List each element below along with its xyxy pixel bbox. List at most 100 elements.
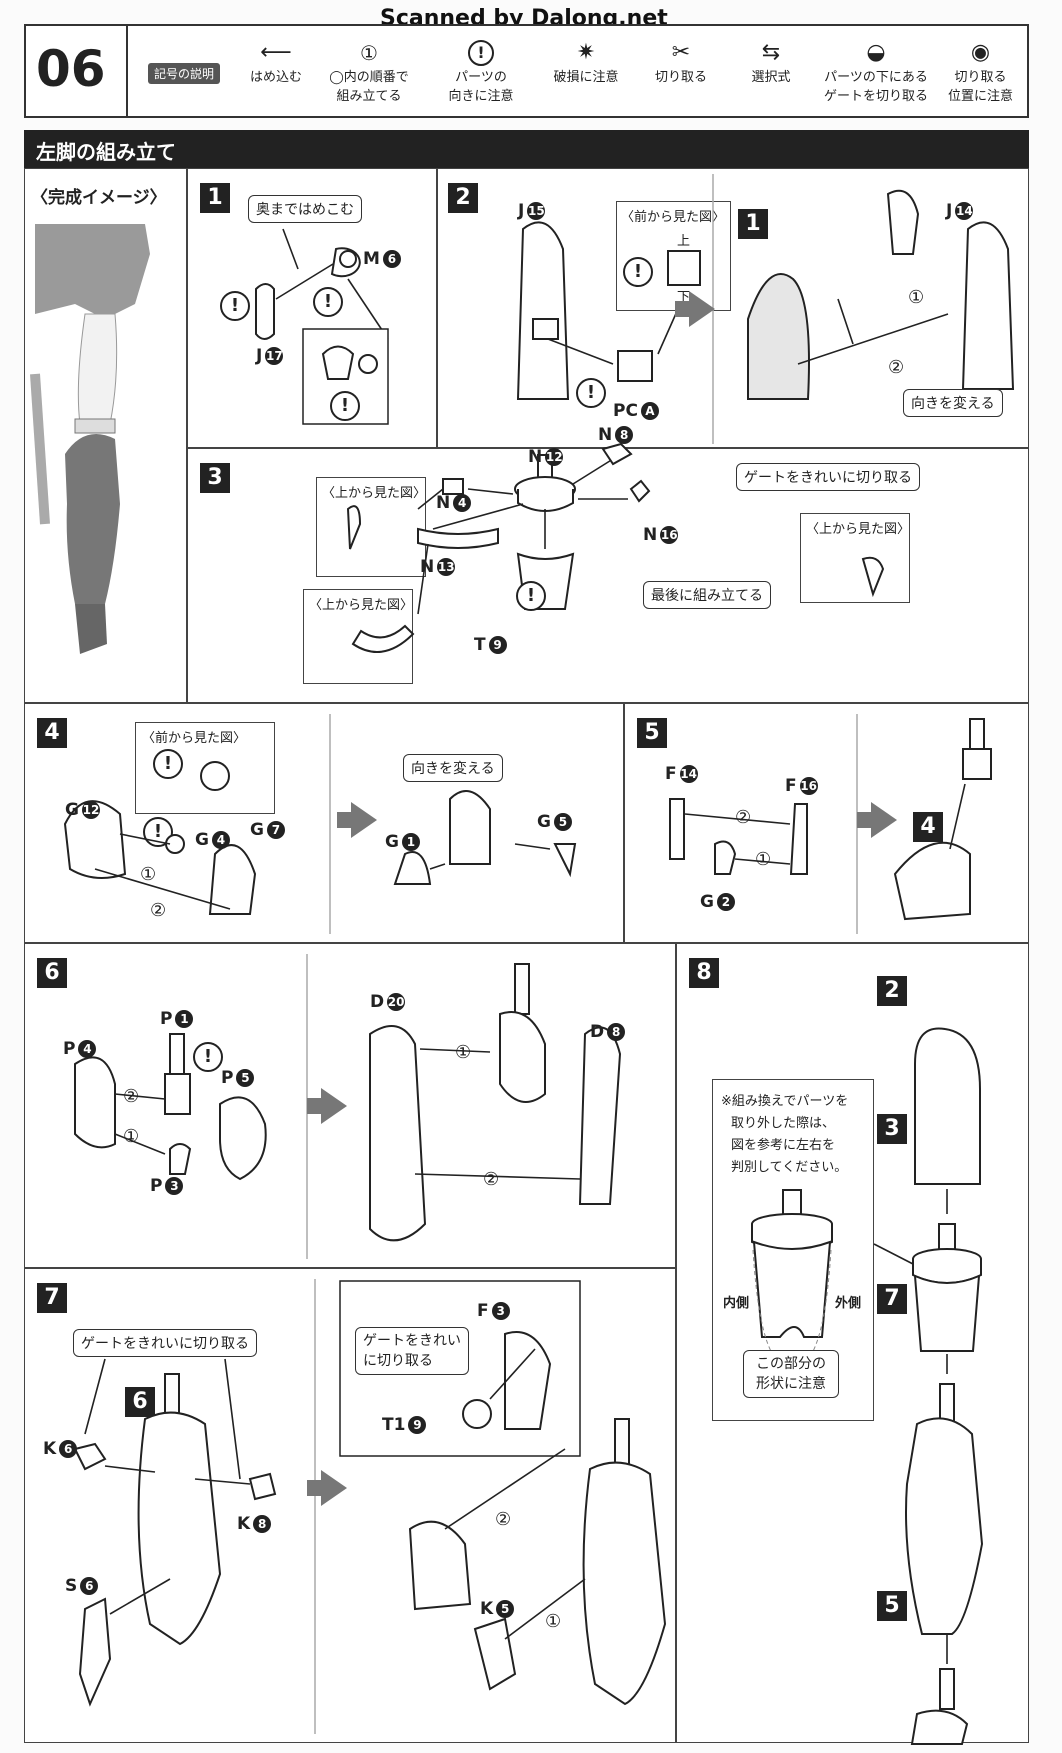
legend-item-direction: ! パーツの 向きに注意 xyxy=(436,40,526,104)
step-number: 8 xyxy=(689,958,719,988)
order-2: ② xyxy=(735,807,752,828)
exclamation-icon: ! xyxy=(193,1042,223,1072)
section-title-bar: 左脚の組み立て xyxy=(24,130,1029,168)
legend-item-cut-position: ◉ 切り取る 位置に注意 xyxy=(938,40,1023,104)
order-1: ① xyxy=(123,1126,140,1147)
legend-item-choice: ⇆ 選択式 xyxy=(731,40,811,85)
legend-label: 記号の説明 xyxy=(148,63,221,84)
next-arrow-icon xyxy=(351,802,377,838)
caution-box: この部分の 形状に注意 xyxy=(743,1350,839,1398)
legend-item-order: ① ◯内の順番で 組み立てる xyxy=(324,40,414,104)
step-number: 7 xyxy=(37,1283,67,1313)
callout-gate-cut: ゲートをきれいに切り取る xyxy=(736,463,920,491)
next-arrow-icon xyxy=(337,812,351,828)
exclamation-icon: ! xyxy=(623,257,653,287)
callout-gate-cut-2: ゲートをきれい に切り取る xyxy=(355,1327,469,1375)
next-arrow-icon xyxy=(321,1470,347,1506)
order-1: ① xyxy=(545,1611,562,1632)
exclamation-icon: ! xyxy=(313,287,343,317)
callout-gate-cut: ゲートをきれいに切り取る xyxy=(73,1329,257,1357)
order-1: ① xyxy=(140,864,157,885)
completed-image-label: 〈完成イメージ〉 xyxy=(31,188,167,208)
gate-under-part-icon: ◒ xyxy=(866,40,886,65)
cut-icon: ✂ xyxy=(671,40,691,65)
legend-item-insert: ⟵ はめ込む xyxy=(241,40,311,85)
exclamation-icon: ! xyxy=(220,291,250,321)
step-number: 2 xyxy=(448,183,478,213)
choice-arrows-icon: ⇆ xyxy=(761,40,781,65)
top-view-box-3: 〈上から見た図〉 xyxy=(800,513,910,603)
page-number: 06 xyxy=(36,40,106,98)
sub-step-3: 3 xyxy=(877,1114,907,1144)
next-arrow-icon xyxy=(307,1480,321,1496)
top-view-box-1: 〈上から見た図〉 xyxy=(316,477,426,577)
step-number: 5 xyxy=(637,718,667,748)
next-arrow-icon xyxy=(871,802,897,838)
arrow-left-icon: ⟵ xyxy=(260,40,292,65)
order-2: ② xyxy=(495,1509,512,1530)
order-2: ② xyxy=(888,357,905,378)
callout-turn: 向きを変える xyxy=(403,754,503,782)
sub-step-number: 1 xyxy=(738,209,768,239)
callout-insert-fully: 奥まではめこむ xyxy=(248,195,362,223)
sub-step-7: 7 xyxy=(877,1284,907,1314)
legend-item-broken: ✷ 破損に注意 xyxy=(541,40,631,85)
exclamation-icon: ! xyxy=(576,378,606,408)
exclamation-icon: ! xyxy=(516,581,546,611)
callout-turn: 向きを変える xyxy=(903,389,1003,417)
exclamation-icon: ! xyxy=(330,391,360,421)
exclamation-icon: ! xyxy=(468,40,494,66)
next-arrow-icon xyxy=(675,301,689,317)
order-1: ① xyxy=(455,1042,472,1063)
next-arrow-icon xyxy=(689,291,715,327)
step-number: 3 xyxy=(200,463,230,493)
next-arrow-icon xyxy=(321,1088,347,1124)
completed-image-panel: 〈完成イメージ〉 xyxy=(24,168,187,703)
step-3-panel: 3 〈上から見た図〉 〈上から見た図〉 〈上から見た図〉 ゲートをきれいに切り取… xyxy=(187,425,1029,703)
order-1: ① xyxy=(755,849,772,870)
order-1: ① xyxy=(908,287,925,308)
numbered-circle-icon: ① xyxy=(360,41,378,65)
broken-part-icon: ✷ xyxy=(576,40,596,65)
sub-step-number: 4 xyxy=(913,812,943,842)
order-2: ② xyxy=(123,1086,140,1107)
completed-leg-illustration xyxy=(30,224,150,654)
step-number: 6 xyxy=(37,958,67,988)
legend-item-gate-under: ◒ パーツの下にある ゲートを切り取る xyxy=(821,40,931,104)
callout-assemble-last: 最後に組み立てる xyxy=(643,581,771,609)
step-number: 1 xyxy=(200,183,230,213)
